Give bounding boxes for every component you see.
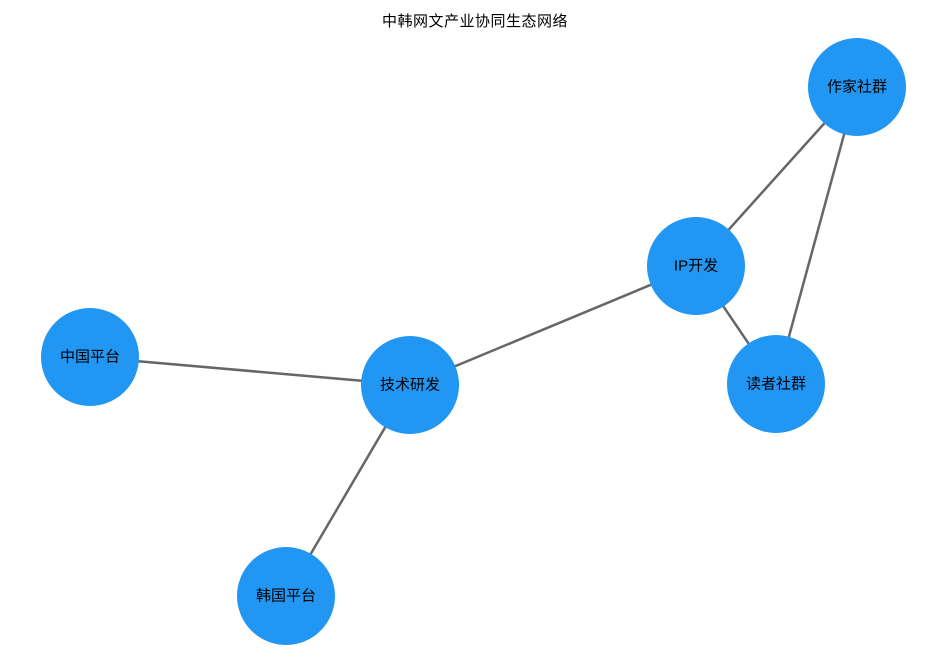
node-korea-platform[interactable]: 韩国平台	[237, 547, 335, 645]
node-ip-development[interactable]: IP开发	[647, 217, 745, 315]
node-circle[interactable]	[361, 336, 459, 434]
node-label: 技术研发	[380, 377, 440, 394]
edge-reader-community--writer-community	[774, 85, 859, 386]
node-circle[interactable]	[237, 547, 335, 645]
node-tech-rd[interactable]: 技术研发	[361, 336, 459, 434]
node-label: 读者社群	[746, 376, 806, 393]
node-circle[interactable]	[808, 38, 906, 136]
node-label: 韩国平台	[256, 588, 316, 605]
node-label: IP开发	[674, 258, 718, 275]
node-circle[interactable]	[647, 217, 745, 315]
edge-tech-rd--ip-development	[408, 264, 698, 387]
node-circle[interactable]	[727, 335, 825, 433]
edge-china-platform--tech-rd	[88, 355, 412, 387]
node-reader-community[interactable]: 读者社群	[727, 335, 825, 433]
node-china-platform[interactable]: 中国平台	[41, 308, 139, 406]
node-circle[interactable]	[41, 308, 139, 406]
node-label: 作家社群	[827, 79, 887, 96]
node-writer-community[interactable]: 作家社群	[808, 38, 906, 136]
figure-title: 中韩网文产业协同生态网络	[381, 13, 568, 30]
node-label: 中国平台	[60, 349, 120, 366]
